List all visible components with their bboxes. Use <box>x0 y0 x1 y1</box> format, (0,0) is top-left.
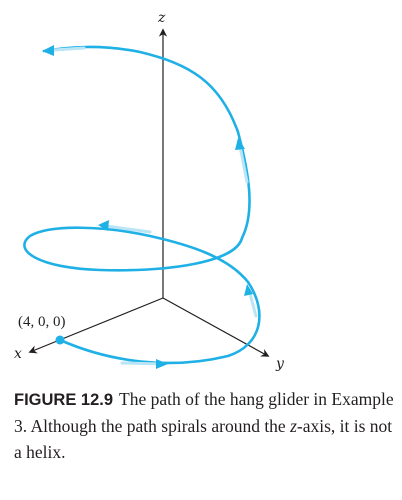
x-axis <box>28 297 164 354</box>
figure-number: FIGURE 12.9 <box>14 391 114 409</box>
start-point-label: (4, 0, 0) <box>18 314 66 330</box>
start-point <box>55 335 65 345</box>
y-axis-label: y <box>275 356 285 372</box>
arrowhead-3 <box>98 220 109 231</box>
caption-text-end: -axis, it is not a helix. <box>14 416 393 462</box>
caption-text: The path of the hang glider in Example 3… <box>14 389 394 436</box>
caption-italic-z: z <box>290 416 297 436</box>
arrowhead-1 <box>156 359 168 369</box>
arrowhead-5 <box>42 45 54 56</box>
x-axis-label: x <box>14 346 22 362</box>
y-axis <box>162 297 270 357</box>
z-axis-label: z <box>157 10 166 26</box>
arrowhead-4 <box>235 138 245 150</box>
arrowhead-2 <box>244 284 253 296</box>
spiral-path-figure: z x y (4, 0, 0) <box>14 10 285 372</box>
glider-spiral-path <box>23 45 261 365</box>
direction-arrows <box>42 45 258 369</box>
